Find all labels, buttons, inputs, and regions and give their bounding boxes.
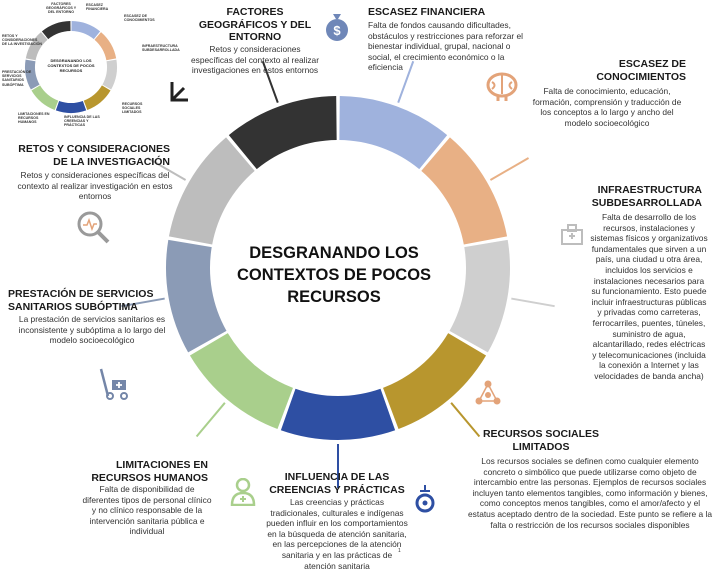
- title-servicios: PRESTACIÓN DE SERVICIOS SANITARIOS SUBÓP…: [8, 288, 154, 313]
- thumb-segment-conocimientos: [94, 32, 117, 61]
- title-sociales: RECURSOS SOCIALES LIMITADOS: [482, 428, 600, 453]
- money-bag-icon: $: [326, 14, 348, 41]
- connector-line-financiera: [397, 60, 415, 103]
- thumbnail-center-title: DESGRANANDO LOS CONTEXTOS DE POCOS RECUR…: [47, 58, 95, 73]
- svg-text:$: $: [333, 23, 341, 38]
- title-investigacion: RETOS Y CONSIDERACIONES DE LA INVESTIGAC…: [18, 143, 170, 168]
- thumb-segment-servicios: [25, 59, 40, 90]
- body-conocimientos: Falta de conocimiento, educación, formac…: [532, 86, 682, 128]
- thumbnail-title-infraestructura: INFRAESTRUCTURA SUBDESARROLLADA: [142, 44, 180, 53]
- thumbnail-title-geograficos: FACTORES GEOGRÁFICOS Y DEL ENTORNO: [45, 2, 77, 15]
- body-infraestructura: Falta de desarrollo de los recursos, ins…: [590, 212, 708, 381]
- connector-line-conocimientos: [489, 157, 530, 181]
- ring-segment-sociales: [383, 333, 487, 430]
- title-infraestructura: INFRAESTRUCTURA SUBDESARROLLADA: [591, 184, 702, 209]
- thumbnail-title-financiera: ESCASEZ FINANCIERA: [86, 3, 109, 12]
- thumbnail-preview: DESGRANANDO LOS CONTEXTOS DE POCOS RECUR…: [0, 0, 185, 160]
- body-investigacion: Retos y consideraciones específicas del …: [17, 170, 173, 202]
- body-sociales: Los recursos sociales se definen como cu…: [468, 456, 712, 530]
- thumb-segment-creencias: [55, 100, 87, 113]
- connector-line-geograficos: [261, 60, 279, 103]
- magnifier-icon: [77, 211, 110, 244]
- thumb-segment-humanos: [31, 85, 59, 111]
- amulet-icon: [415, 485, 435, 513]
- ring-segment-infraestructura: [449, 239, 510, 353]
- thumb-segment-investigacion: [25, 32, 48, 61]
- thumbnail-title-conocimientos: ESCASEZ DE CONOCIMIENTOS: [124, 14, 155, 23]
- thumb-segment-infraestructura: [102, 59, 117, 90]
- ring-segment-creencias: [280, 388, 396, 440]
- body-humanos: Falta de disponibilidad de diferentes ti…: [82, 484, 212, 537]
- thumb-segment-financiera: [71, 21, 101, 40]
- doctor-icon: [230, 478, 256, 506]
- ring-segment-servicios: [166, 239, 227, 353]
- ring-segment-investigacion: [168, 137, 255, 245]
- body-geograficos: Retos y consideraciones específicas del …: [190, 44, 320, 76]
- title-humanos: LIMITACIONES EN RECURSOS HUMANOS: [91, 459, 208, 484]
- medical-cart-icon: [99, 368, 128, 400]
- thumbnail-title-humanos: LIMITACIONES EN RECURSOS HUMANOS: [18, 112, 50, 125]
- connector-line-infraestructura: [511, 297, 555, 308]
- connector-line-sociales: [450, 402, 481, 438]
- ring-segment-humanos: [189, 333, 293, 430]
- connector-line-servicios: [121, 297, 165, 308]
- thumbnail-arrow-icon: [170, 82, 188, 102]
- thumbnail-title-investigacion: RETOS Y CONSIDERACIONES DE LA INVESTIGAC…: [2, 34, 42, 47]
- thumbnail-ring: [25, 21, 117, 113]
- network-icon: [475, 380, 501, 405]
- hospital-icon: [561, 224, 583, 245]
- title-creencias: INFLUENCIA DE LAS CREENCIAS Y PRÁCTICAS: [269, 471, 405, 496]
- center-title: DESGRANANDO LOS CONTEXTOS DE POCOS RECUR…: [236, 244, 432, 306]
- ring-segment-financiera: [339, 96, 448, 170]
- body-financiera: Falta de fondos causando dificultades, o…: [368, 20, 524, 73]
- connector-line-humanos: [195, 402, 226, 438]
- thumb-segment-sociales: [83, 85, 111, 111]
- ring-segment-geograficos: [228, 96, 337, 170]
- title-financiera: ESCASEZ FINANCIERA: [368, 6, 486, 18]
- thumbnail-title-creencias: INFLUENCIA DE LAS CREENCIAS Y PRÁCTICAS: [64, 115, 100, 128]
- thumbnail-title-sociales: RECURSOS SOCIALES LIMITADOS: [122, 102, 143, 115]
- body-creencias: Las creencias y prácticas tradicionales,…: [266, 497, 408, 571]
- footnote-mark: 1: [398, 548, 401, 554]
- title-geograficos: FACTORES GEOGRÁFICOS Y DEL ENTORNO: [198, 6, 312, 43]
- connector-line-investigacion: [146, 157, 187, 181]
- thumb-segment-geograficos: [41, 21, 71, 40]
- title-conocimientos: ESCASEZ DE CONOCIMIENTOS: [596, 58, 686, 83]
- thumbnail-title-servicios: PRESTACIÓN DE SERVICIOS SANITARIOS SUBÓP…: [2, 70, 32, 87]
- brain-icon: [486, 72, 518, 101]
- ring-segment-conocimientos: [421, 137, 508, 245]
- body-servicios: La prestación de servicios sanitarios es…: [18, 314, 166, 346]
